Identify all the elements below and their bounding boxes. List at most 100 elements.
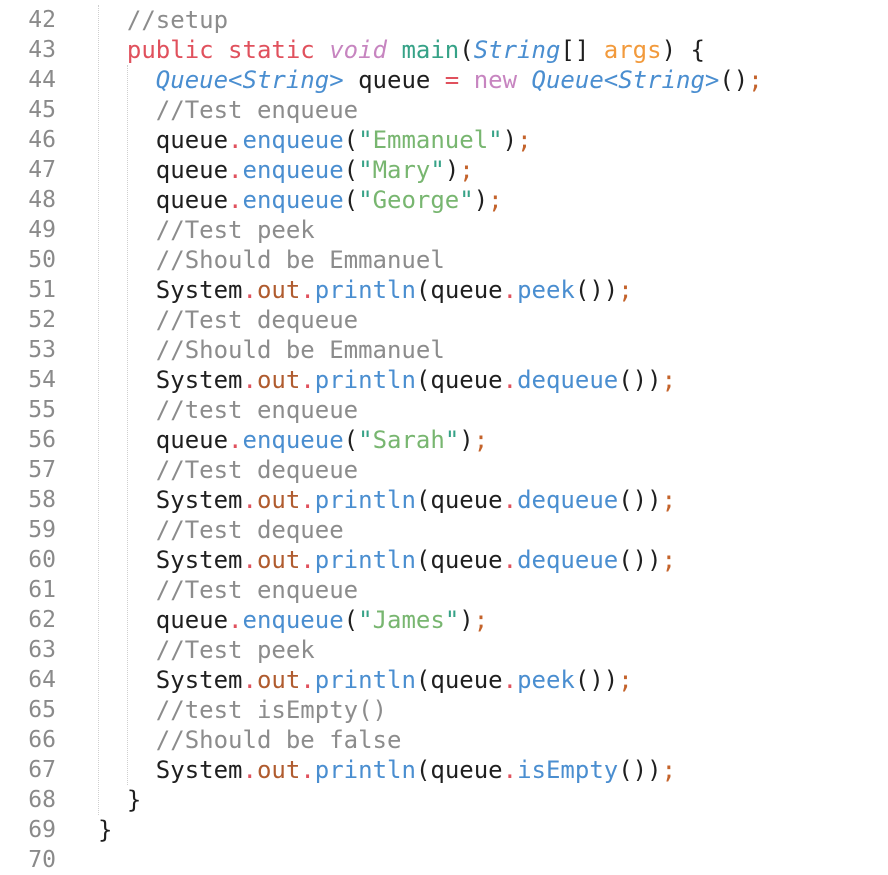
line-number: 64 [28,667,56,693]
code-token: ()) [574,276,619,304]
code-line[interactable]: //Test peek [156,635,315,665]
code-token: . [242,276,257,304]
code-line[interactable]: //Test dequeue [156,305,358,335]
code-token: } [126,786,142,814]
code-token: //Test peek [155,216,315,244]
line-number: 70 [28,847,56,873]
code-line[interactable]: //setup [127,5,228,35]
code-token: ; [618,276,633,304]
code-line[interactable]: //Test enqueue [156,575,358,605]
code-token: System [155,756,243,784]
code-line[interactable]: queue.enqueue("Sarah"); [156,425,488,455]
code-line[interactable]: //test isEmpty() [156,695,387,725]
code-token: peek [517,666,575,694]
code-token: " [459,186,474,214]
code-token: [] [560,36,590,64]
code-token: queue [155,126,229,154]
code-token: ()) [618,546,662,574]
code-token: ( [415,756,431,784]
line-number: 53 [28,337,56,363]
code-token: println [314,756,416,784]
code-token: . [242,486,257,514]
code-line[interactable]: //Should be Emmanuel [156,245,445,275]
code-token: ; [473,426,489,454]
code-token: queue [430,276,503,304]
code-line[interactable]: //Test enqueue [156,95,358,125]
code-line[interactable]: //Test dequee [156,515,344,545]
code-token: queue [430,366,503,394]
code-token: . [242,366,257,394]
code-token: " [358,186,373,214]
code-token: " [358,606,373,634]
line-number: 44 [28,67,56,93]
line-number: 65 [28,697,56,723]
code-line[interactable]: //test enqueue [156,395,358,425]
code-token: queue [343,66,445,94]
code-line[interactable]: System.out.println(queue.peek()); [156,665,633,695]
code-token: ; [661,546,677,574]
indent-guide [98,5,99,815]
code-line[interactable]: System.out.println(queue.dequeue()); [156,545,676,575]
line-number: 55 [28,397,56,423]
code-token: queue [155,426,229,454]
code-token: . [502,756,518,784]
code-token: System [155,276,243,304]
code-token: ( [415,546,431,574]
code-token: //Test enqueue [155,576,359,604]
code-token: ; [517,126,532,154]
code-token: ( [415,276,431,304]
code-token: . [242,756,257,784]
code-token: void [329,36,387,64]
code-token: queue [155,606,229,634]
code-token: out [256,366,301,394]
code-line[interactable]: //Test peek [156,215,315,245]
code-line[interactable]: //Should be false [156,725,402,755]
code-line[interactable]: System.out.println(queue.peek()); [156,275,633,305]
code-line[interactable]: //Should be Emmanuel [156,335,445,365]
code-token: . [228,426,243,454]
code-token: ) [502,126,518,154]
code-line[interactable]: queue.enqueue("Mary"); [156,155,474,185]
code-token: . [300,276,315,304]
code-token: . [502,276,518,304]
code-token: . [242,666,257,694]
code-token: //Should be false [155,726,402,754]
line-number: 47 [28,157,56,183]
code-token: . [300,366,315,394]
code-token: queue [430,756,503,784]
code-token: . [502,486,518,514]
line-number: 42 [28,7,56,33]
code-line[interactable]: //Test dequeue [156,455,358,485]
code-token: ( [343,186,359,214]
code-token: . [502,366,518,394]
code-token: System [155,666,243,694]
code-token: ( [343,606,359,634]
line-number: 52 [28,307,56,333]
code-token: queue [430,486,503,514]
code-line[interactable]: System.out.println(queue.dequeue()); [156,365,676,395]
code-line[interactable]: queue.enqueue("Emmanuel"); [156,125,532,155]
code-line[interactable]: } [98,815,112,845]
code-token: static [228,36,315,64]
code-line[interactable]: } [127,785,141,815]
code-line[interactable]: System.out.println(queue.isEmpty()); [156,755,676,785]
line-number: 63 [28,637,56,663]
code-token: ( [415,366,431,394]
code-line[interactable]: System.out.println(queue.dequeue()); [156,485,676,515]
code-token: ()) [618,486,662,514]
code-line[interactable]: public static void main(String[] args) { [127,35,705,65]
code-token: println [314,276,416,304]
line-number: 54 [28,367,56,393]
code-line[interactable]: queue.enqueue("James"); [156,605,488,635]
code-token: ; [748,66,763,94]
code-token: args [603,36,662,64]
code-token: System [155,486,243,514]
code-token: ) [473,186,489,214]
code-line[interactable]: Queue<String> queue = new Queue<String>(… [156,65,763,95]
code-token: //Test dequee [155,516,344,544]
code-line[interactable]: queue.enqueue("George"); [156,185,503,215]
line-number: 67 [28,757,56,783]
